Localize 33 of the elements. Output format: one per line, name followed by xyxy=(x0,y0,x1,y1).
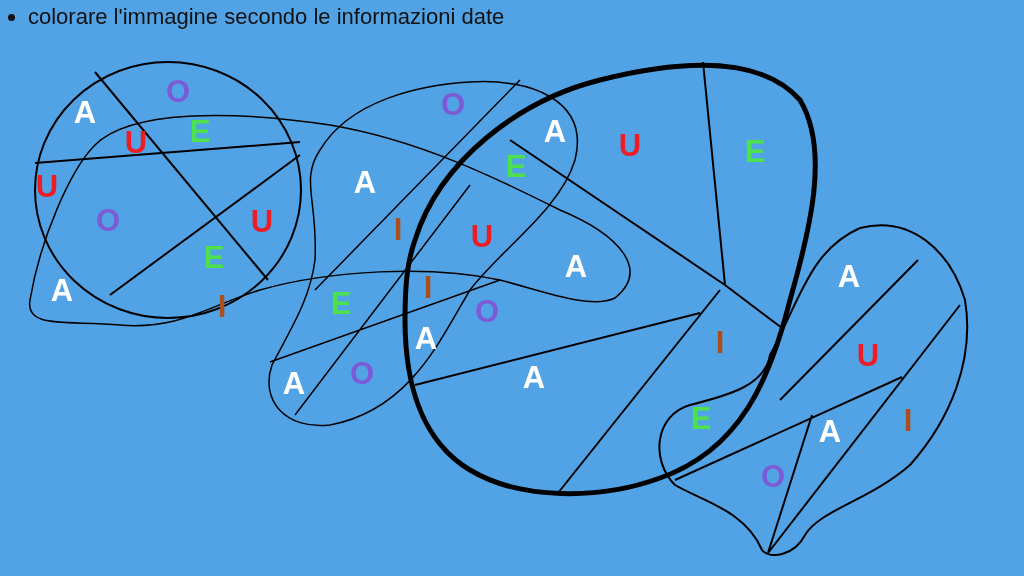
vowel-letter: A xyxy=(414,322,438,354)
vowel-letter: U xyxy=(250,205,274,237)
vowel-letter: A xyxy=(73,96,97,128)
vowel-letter: A xyxy=(837,260,861,292)
vowel-letter: I xyxy=(423,271,433,303)
instruction-text: colorare l'immagine secondo le informazioni date xyxy=(28,4,505,30)
vowel-letter: O xyxy=(165,75,191,107)
vowel-letter: A xyxy=(522,361,546,393)
vowel-letter: A xyxy=(282,367,306,399)
vowel-letter: E xyxy=(189,115,211,147)
vowel-letter: U xyxy=(124,126,148,158)
vowel-letter: E xyxy=(505,150,527,182)
vowel-letter: E xyxy=(330,287,352,319)
vowel-letter: A xyxy=(50,274,74,306)
vowel-letter: E xyxy=(203,241,225,273)
vowel-letter: O xyxy=(760,460,786,492)
vowel-letter: E xyxy=(690,402,712,434)
vowel-letter: U xyxy=(470,220,494,252)
vowel-letter: U xyxy=(35,170,59,202)
vowel-letter: O xyxy=(474,295,500,327)
vowel-letter: O xyxy=(349,357,375,389)
vowel-letter: I xyxy=(715,326,725,358)
vowel-letter: A xyxy=(353,166,377,198)
vowel-letter: I xyxy=(903,404,913,436)
vowel-letter: U xyxy=(618,129,642,161)
vowel-letter: A xyxy=(564,250,588,282)
vowel-letter: A xyxy=(818,415,842,447)
vowel-letter: E xyxy=(744,135,766,167)
vowel-letter: U xyxy=(856,339,880,371)
vowel-letter: A xyxy=(543,115,567,147)
vowel-letter: O xyxy=(95,204,121,236)
vowel-letter: O xyxy=(440,88,466,120)
vowel-letter: I xyxy=(393,213,403,245)
